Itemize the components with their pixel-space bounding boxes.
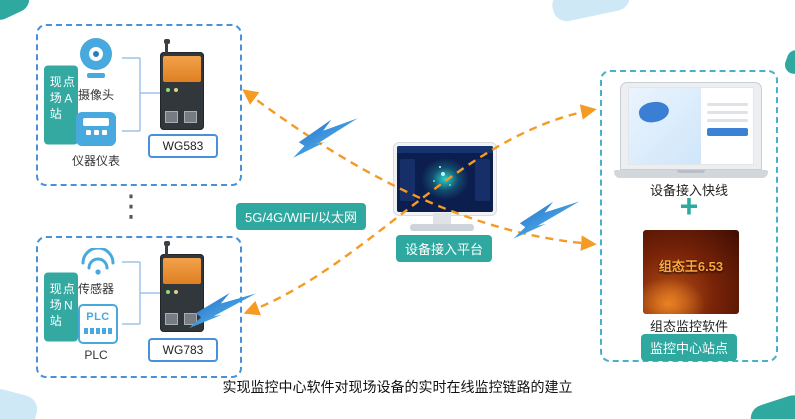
- dashboard-header: [397, 146, 493, 153]
- plc-icon-text: PLC: [86, 311, 110, 323]
- plc-icon: PLC: [78, 304, 118, 344]
- diagram-caption: 实现监控中心软件对现场设备的实时在线监控链路的建立: [222, 379, 573, 395]
- site-a-box: 现场站点A 摄像头 仪器仪表 WG583: [36, 24, 242, 186]
- gateway-front-panel: [163, 56, 201, 82]
- laptop-base: [614, 170, 768, 178]
- scada-glow: [643, 278, 705, 314]
- instrument-label: 仪器仪表: [71, 154, 120, 168]
- corner-decoration-top-right: [549, 0, 633, 24]
- login-illustration: [629, 88, 701, 164]
- illustration-shape: [637, 99, 671, 125]
- camera-lens: [80, 38, 112, 70]
- access-laptop: [614, 82, 768, 178]
- network-label: 5G/4G/WIFI/以太网: [236, 203, 366, 230]
- corner-decoration-top-left: [0, 0, 34, 25]
- gateway-led: [166, 290, 170, 294]
- site-n-box: 现场站点N 传感器 PLC PLC WG783: [36, 236, 242, 378]
- dashboard-left-panel: [400, 159, 415, 201]
- wg583-gateway-device: [160, 39, 204, 130]
- camera-icon: [74, 38, 118, 84]
- site-a-label: 现场站点A: [44, 65, 79, 145]
- platform-label: 设备接入平台: [396, 235, 493, 262]
- lightning-bolt-icon: [293, 112, 358, 165]
- ethernet-port: [165, 111, 178, 123]
- form-line: [707, 119, 748, 122]
- instrument-dots: [76, 130, 116, 135]
- monitoring-center-box: 设备接入快线 + 组态王6.53 组态监控软件 监控中心站点: [600, 70, 778, 362]
- gateway-led: [166, 88, 170, 92]
- scada-screen-title: 组态王6.53: [658, 259, 724, 274]
- monitor-stand-neck: [433, 213, 451, 224]
- scada-caption: 组态监控软件: [649, 319, 728, 334]
- platform-dashboard-screen: [393, 142, 497, 216]
- laptop-caption: 设备接入快线: [649, 183, 728, 198]
- monitor-stand-base: [410, 224, 474, 231]
- ethernet-port: [165, 313, 178, 325]
- monitoring-center-label: 监控中心站点: [640, 334, 738, 361]
- camera-label: 摄像头: [77, 88, 114, 102]
- wg783-gateway-device: [160, 241, 204, 332]
- instrument-icon: [76, 112, 116, 146]
- china-map-glow: [421, 158, 469, 200]
- camera-base: [87, 73, 105, 78]
- lightning-bolt-icon: [513, 193, 580, 247]
- site-n-label: 现场站点N: [44, 272, 79, 342]
- form-line: [707, 111, 748, 114]
- ethernet-port: [184, 313, 197, 325]
- wg783-label: WG783: [148, 338, 218, 362]
- plus-sign: +: [679, 188, 699, 224]
- sensor-label: 传感器: [77, 282, 114, 296]
- edge-decoration-right: [782, 47, 795, 77]
- dashboard-right-panel: [475, 159, 490, 201]
- plc-terminals: [80, 328, 116, 334]
- login-form: [707, 98, 748, 136]
- antenna-icon: [163, 39, 170, 53]
- gateway-front-panel: [163, 258, 201, 284]
- scada-software-image: 组态王6.53: [643, 230, 739, 314]
- wg583-label: WG583: [148, 134, 218, 158]
- login-button-shape: [707, 128, 748, 136]
- antenna-icon: [163, 241, 170, 255]
- site-n-connector-lines: [122, 261, 160, 325]
- instrument-screen: [83, 118, 109, 126]
- ethernet-port: [184, 111, 197, 123]
- form-line: [707, 103, 748, 106]
- sensor-icon: [81, 248, 115, 275]
- more-sites-ellipsis: ⋮: [116, 190, 146, 223]
- plc-label: PLC: [84, 348, 108, 362]
- laptop-screen: [628, 87, 754, 165]
